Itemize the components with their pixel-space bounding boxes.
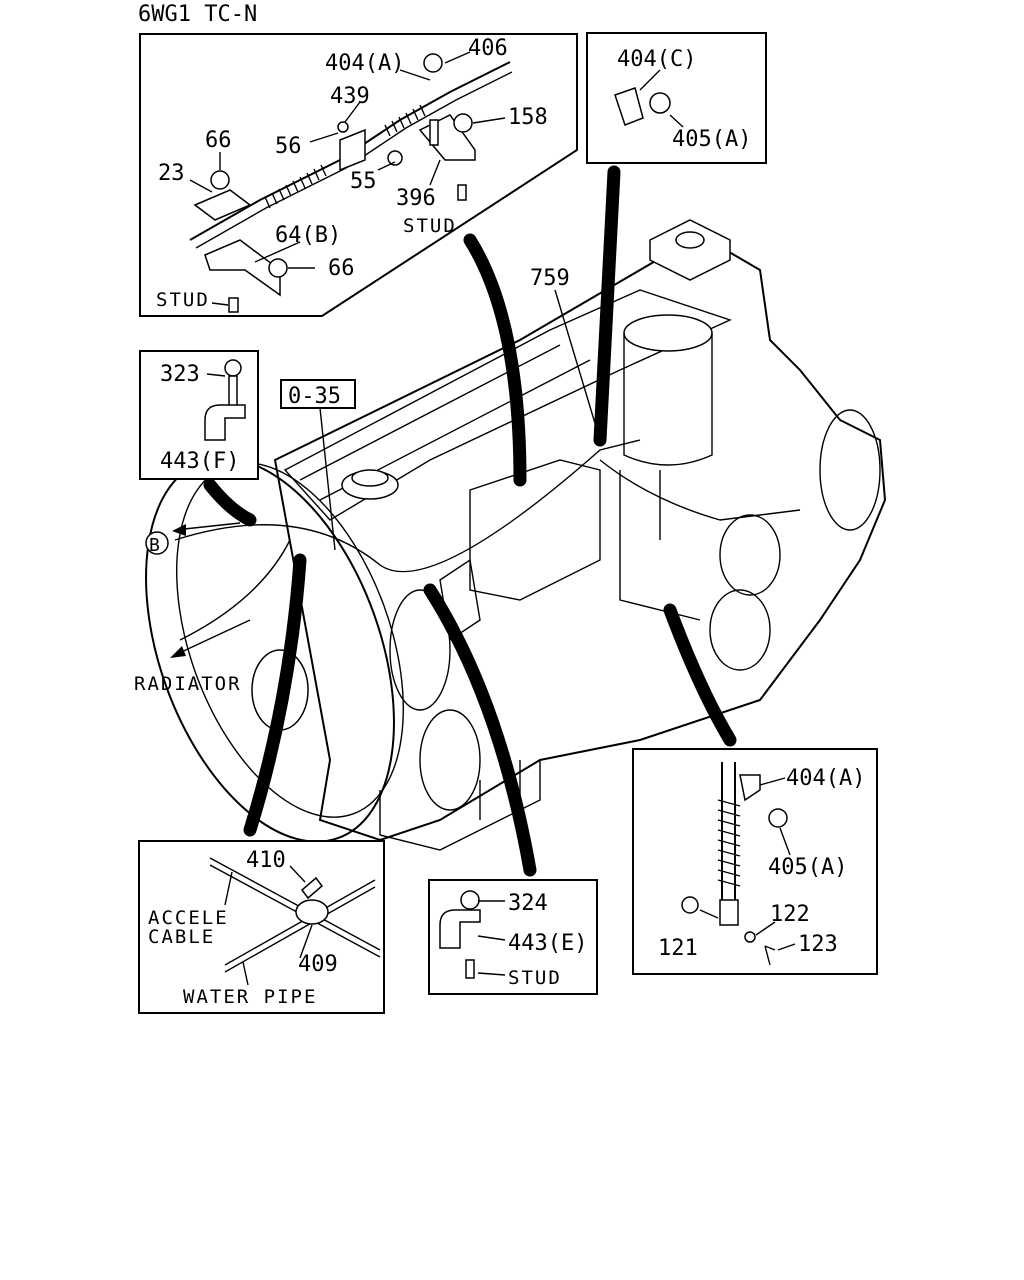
br-123: 123	[798, 932, 838, 957]
callout-b-letter: B	[149, 535, 160, 556]
label-759: 759	[530, 266, 570, 291]
bc-324: 324	[508, 891, 548, 916]
tl-stud-2: STUD	[156, 289, 210, 311]
bc-stud: STUD	[508, 967, 562, 989]
inset-bottom-left	[138, 840, 385, 1014]
tl-396: 396	[396, 186, 436, 211]
bc-443e: 443(E)	[508, 931, 587, 956]
reference-box[interactable]: 0-35	[280, 379, 356, 409]
br-122: 122	[770, 902, 810, 927]
tl-55: 55	[350, 169, 377, 194]
ml-443f: 443(F)	[160, 449, 239, 474]
tl-439: 439	[330, 84, 370, 109]
tl-158: 158	[508, 105, 548, 130]
br-121: 121	[658, 936, 698, 961]
ml-323: 323	[160, 362, 200, 387]
inset-bottom-center	[428, 879, 598, 995]
callout-b: B	[145, 531, 169, 556]
bl-409: 409	[298, 952, 338, 977]
tl-404a: 404(A)	[325, 51, 404, 76]
tl-406: 406	[468, 36, 508, 61]
inset-bottom-right	[632, 748, 878, 975]
tl-66-2: 66	[328, 256, 355, 281]
inset-top-left	[139, 33, 578, 317]
tl-23: 23	[158, 161, 185, 186]
tl-stud-1: STUD	[403, 215, 457, 237]
tl-64b: 64(B)	[275, 223, 341, 248]
bl-accele: ACCELE	[148, 907, 229, 929]
radiator-label: RADIATOR	[134, 673, 242, 695]
tl-56: 56	[275, 134, 302, 159]
br-405a: 405(A)	[768, 855, 847, 880]
leader-lines	[203, 165, 737, 877]
model-code: 6WG1 TC-N	[138, 2, 257, 27]
reference-box-label: 0-35	[288, 384, 341, 409]
inset-top-right	[586, 32, 767, 164]
bl-water-pipe: WATER PIPE	[183, 986, 317, 1008]
inset-mid-left	[139, 350, 259, 480]
tl-66: 66	[205, 128, 232, 153]
tr-404c: 404(C)	[617, 47, 696, 72]
tr-405a: 405(A)	[672, 127, 751, 152]
bl-410: 410	[246, 848, 286, 873]
br-404a: 404(A)	[786, 766, 865, 791]
bl-cable: CABLE	[148, 926, 215, 948]
